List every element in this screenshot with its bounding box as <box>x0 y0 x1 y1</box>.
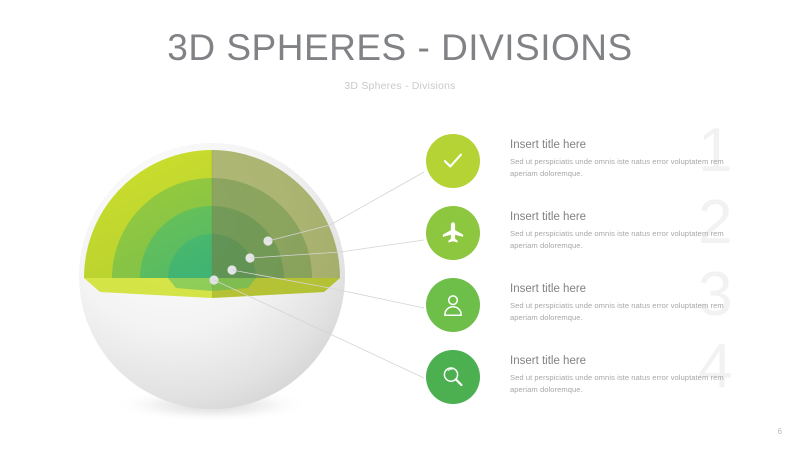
item-body: Sed ut perspiciatis unde omnis iste natu… <box>510 373 724 394</box>
items-list: 1 Insert title here Sed ut perspiciatis … <box>426 120 776 422</box>
item-text-block: Insert title here Sed ut perspiciatis un… <box>510 353 740 395</box>
item-icon-badge-4[interactable] <box>426 350 480 404</box>
sphere-dot-2[interactable] <box>245 253 255 263</box>
item-title: Insert title here <box>510 211 587 223</box>
page-title: 3D SPHERES - DIVISIONS <box>167 27 633 68</box>
item-title: Insert title here <box>510 139 587 151</box>
sphere-cut-face <box>212 150 340 278</box>
list-item[interactable]: 4 Insert title here Sed ut perspiciatis … <box>426 336 776 422</box>
item-body: Sed ut perspiciatis unde omnis iste natu… <box>510 301 724 322</box>
item-icon-badge-3[interactable] <box>426 278 480 332</box>
check-icon <box>443 153 463 168</box>
magnifier-icon <box>443 367 463 387</box>
sphere-diagram <box>62 128 362 428</box>
list-item[interactable]: 2 Insert title here Sed ut perspiciatis … <box>426 192 776 278</box>
item-body: Sed ut perspiciatis unde omnis iste natu… <box>510 229 724 250</box>
page-subtitle: 3D Spheres - Divisions <box>344 80 456 92</box>
item-text-block: Insert title here Sed ut perspiciatis un… <box>510 281 740 323</box>
sphere-graphic <box>79 143 345 422</box>
page-number: 6 <box>777 427 782 436</box>
item-watermark-number: 1 <box>698 116 733 185</box>
sphere-dot-1[interactable] <box>263 236 273 246</box>
list-item[interactable]: 3 Insert title here Sed ut perspiciatis … <box>426 264 776 350</box>
item-body: Sed ut perspiciatis unde omnis iste natu… <box>510 157 724 178</box>
airplane-icon <box>442 222 464 243</box>
item-watermark-number: 3 <box>698 260 733 329</box>
item-text-block: Insert title here Sed ut perspiciatis un… <box>510 209 740 251</box>
item-icon-badge-1[interactable] <box>426 134 480 188</box>
person-icon <box>444 295 462 316</box>
item-icon-badge-2[interactable] <box>426 206 480 260</box>
sphere-dot-4[interactable] <box>209 275 219 285</box>
item-title: Insert title here <box>510 283 587 295</box>
sphere-dot-3[interactable] <box>227 265 237 275</box>
item-text-block: Insert title here Sed ut perspiciatis un… <box>510 137 740 179</box>
item-watermark-number: 4 <box>698 332 733 401</box>
item-watermark-number: 2 <box>698 188 733 257</box>
list-item[interactable]: 1 Insert title here Sed ut perspiciatis … <box>426 120 776 206</box>
sphere-layers <box>84 150 212 278</box>
slide-header: 3D SPHERES - DIVISIONS 3D Spheres - Divi… <box>0 26 800 92</box>
sphere-layer-4 <box>168 234 212 278</box>
item-title: Insert title here <box>510 355 587 367</box>
